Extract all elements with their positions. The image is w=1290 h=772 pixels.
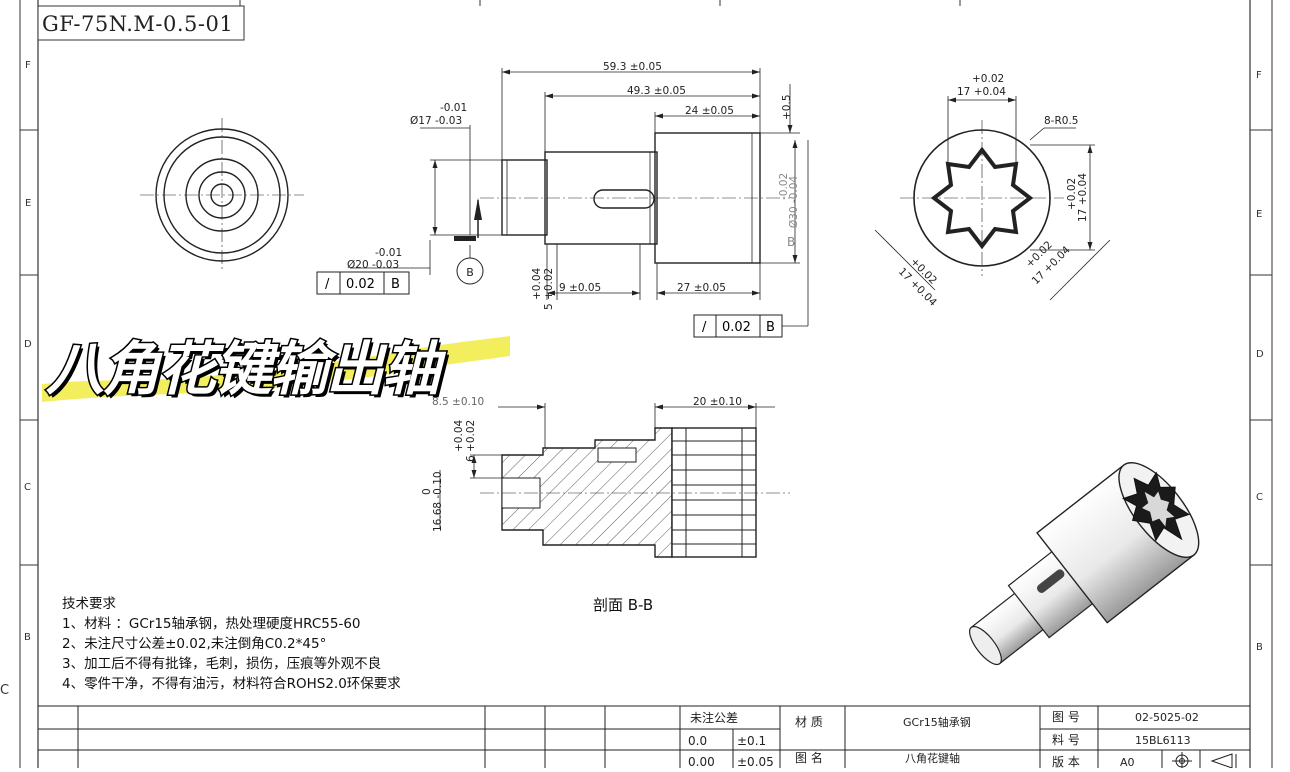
dim-24: 24 ±0.05 (685, 105, 734, 117)
tech-req-heading: 技术要求 (62, 596, 116, 612)
dim-17-top: 17 +0.04 (957, 86, 1006, 98)
dim-17-right: 17 +0.04 (1077, 173, 1089, 222)
dim-phi20-tol: -0.01 (375, 247, 402, 259)
side-view-dimension-text: 59.3 ±0.05 49.3 ±0.05 24 ±0.05 -0.01 Ø17… (347, 61, 800, 310)
zone-letter-right-f: F (1256, 70, 1262, 81)
datum-b-ghost: B (787, 235, 795, 249)
drawing-number: GF-75N.M-0.5-01 (42, 12, 234, 36)
tech-req-item: 4、零件干净，不得有油污，材料符合ROHS2.0环保要求 (62, 676, 401, 692)
zone-letter-right-e: E (1256, 209, 1262, 220)
tolerance-frame-2: / 0.02 B (693, 314, 783, 338)
tol-frame-1-symbol: / (325, 277, 330, 292)
dim-5-tol: +0.04 (531, 268, 543, 300)
dim-8-r0-5: 8-R0.5 (1044, 115, 1078, 127)
section-label: 剖面 B-B (593, 596, 654, 614)
dim-5: 5 +0.02 (543, 268, 555, 310)
tol-frame-1-value: 0.02 (346, 277, 375, 292)
zone-letter-right-d: D (1256, 349, 1264, 360)
dim-6: 6 +0.02 (465, 420, 477, 462)
datum-b-symbol (454, 198, 484, 285)
tech-req-item: 2、未注尺寸公差±0.02,未注倒角C0.2*45° (62, 636, 327, 652)
iso-3d-view (969, 462, 1200, 666)
zone-letters: F E D C B F E D C B (24, 60, 1264, 653)
dim-17-right-tol: +0.02 (1066, 178, 1078, 210)
tol-frame-1-datum: B (391, 277, 400, 292)
zone-letter-left-d: D (24, 339, 32, 350)
tech-req-item: 1、材料 ：GCr15轴承钢，热处理硬度HRC55-60 (62, 616, 361, 632)
title-overlay: 八角花键输出轴 (44, 334, 441, 405)
tol-frame-2-datum: B (766, 320, 775, 335)
section-bb-view (480, 427, 790, 558)
dim-27: 27 ±0.05 (677, 282, 726, 294)
tol-frame-2-symbol: / (702, 320, 707, 335)
dim-20: 20 ±0.10 (693, 396, 742, 408)
spline-end-view-arrowheads (948, 97, 1093, 250)
section-bb-arrowheads (471, 404, 756, 478)
end-view-left (140, 118, 304, 272)
dim-8-5: 8.5 ±0.10 (432, 396, 484, 408)
dim-9: 9 ±0.05 (559, 282, 601, 294)
spline-end-view-dimension-lines (874, 96, 1111, 301)
dim-0-5: +0.5 (781, 95, 793, 121)
dim-16-68: 16.68 -0.10 (432, 471, 444, 532)
tolerance-frame-1: / 0.02 B (316, 271, 410, 295)
dim-phi20: Ø20 -0.03 (347, 259, 399, 271)
zone-letter-left-c: C (24, 482, 31, 493)
zone-letter-left-b: B (24, 632, 31, 643)
side-view-dimension-lines (350, 68, 809, 327)
dim-phi17-tol: -0.01 (440, 102, 467, 114)
technical-requirements: 技术要求 1、材料 ：GCr15轴承钢，热处理硬度HRC55-60 2、未注尺寸… (62, 594, 401, 694)
dim-17-top-tol: +0.02 (972, 73, 1004, 85)
datum-b-label: B (466, 266, 474, 279)
title-highlight (42, 336, 510, 402)
dim-49-3: 49.3 ±0.05 (627, 85, 686, 97)
zone-ticks (20, 0, 1272, 566)
tol-frame-2-value: 0.02 (722, 320, 751, 335)
dim-phi30-tol: -0.02 (778, 173, 790, 200)
zone-letter-left-e: E (25, 198, 31, 209)
drawing-number-box (37, 5, 245, 41)
zone-letter-right-c: C (1256, 492, 1263, 503)
dim-6-tol: +0.04 (453, 420, 465, 452)
zone-letter-right-b: B (1256, 642, 1263, 653)
dim-16-68-tol: 0 (421, 488, 433, 495)
tech-req-item: 3、加工后不得有批锋，毛刺，损伤，压痕等外观不良 (62, 656, 382, 672)
dim-phi17: Ø17 -0.03 (410, 115, 462, 127)
side-view-arrowheads (432, 69, 798, 296)
spline-end-view (900, 120, 1064, 276)
shaft-side-view (480, 132, 790, 264)
dim-phi30: Ø30 -0.04 (788, 176, 800, 228)
section-bb-dimension-text: 8.5 ±0.10 20 ±0.10 +0.04 6 +0.02 0 16.68… (421, 396, 742, 532)
outside-letter: C (0, 683, 10, 698)
zone-letter-left-f: F (25, 60, 31, 71)
dim-59-3: 59.3 ±0.05 (603, 61, 662, 73)
